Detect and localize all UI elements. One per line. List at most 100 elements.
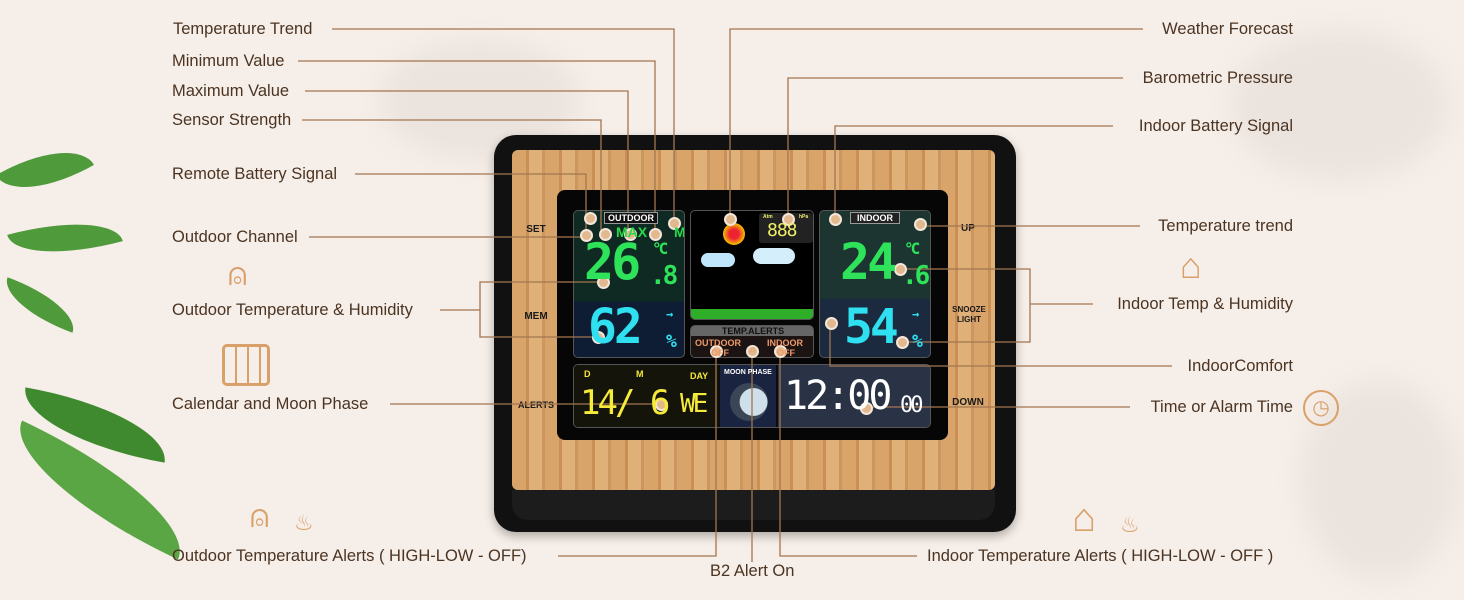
down-button[interactable]: DOWN [952, 397, 984, 408]
callout-dot [668, 217, 681, 230]
day-label: D [584, 369, 591, 379]
callout-dot [782, 213, 795, 226]
weekday-label: DAY [690, 371, 709, 381]
leader-line [558, 350, 717, 557]
atm-label: Atm [763, 214, 773, 220]
cloud-icon [753, 248, 795, 264]
callout-dot [624, 228, 637, 241]
calendar-date: 14/ 6 [580, 383, 670, 423]
bell-outline-icon: ⍝ [250, 498, 270, 534]
callout-dot [592, 331, 605, 344]
outdoor-humidity: 62 [588, 299, 643, 355]
outdoor-temperature: 26 [584, 233, 641, 291]
label-b2-alert: B2 Alert On [710, 562, 795, 580]
callout-dot [896, 336, 909, 349]
leader-line [302, 119, 602, 232]
label-barometric-pressure: Barometric Pressure [1142, 69, 1293, 87]
callout-dot [914, 218, 927, 231]
callout-dot [860, 402, 873, 415]
pressure-value: 888 [767, 220, 797, 241]
callout-dot [584, 212, 597, 225]
indoor-temperature: 24 [840, 233, 897, 291]
leader-line [332, 28, 675, 222]
leader-line [779, 350, 917, 557]
label-indoor-comfort: IndoorComfort [1187, 357, 1293, 375]
label-minimum-value: Minimum Value [172, 52, 285, 70]
label-temperature-trend: Temperature Trend [173, 20, 313, 38]
cloud-icon [701, 253, 735, 267]
house-icon: ⌂ [1072, 496, 1097, 540]
callout-dot [597, 276, 610, 289]
leader-line [298, 60, 656, 232]
max-indicator: MAX [616, 224, 648, 240]
calendar-icon [222, 344, 270, 386]
label-outdoor-channel: Outdoor Channel [172, 228, 298, 246]
leader-line [729, 28, 1143, 218]
callout-dot [724, 213, 737, 226]
leader-line [829, 323, 1172, 367]
outdoor-temp-decimal: .8 [650, 261, 678, 291]
indoor-humidity: 54 [844, 299, 899, 355]
callout-dot [746, 345, 759, 358]
outdoor-alert-state: OFF [711, 348, 729, 358]
trend-arrow-icon: → [666, 307, 673, 321]
label-time-alarm: Time or Alarm Time [1150, 398, 1293, 416]
device-base [512, 490, 995, 520]
callout-dot [829, 213, 842, 226]
bell-icon: ♫ [749, 344, 756, 354]
label-outdoor-temp-humidity: Outdoor Temperature & Humidity [172, 301, 413, 319]
callout-dot [710, 345, 723, 358]
clock-icon: ◷ [1303, 390, 1339, 426]
label-remote-battery: Remote Battery Signal [172, 165, 338, 183]
leader-line [787, 77, 1123, 218]
callout-dot [580, 229, 593, 242]
leader-line [305, 90, 629, 232]
callout-dot [599, 228, 612, 241]
moon-icon [730, 383, 768, 421]
mem-button[interactable]: MEM [524, 311, 548, 322]
calendar-area [574, 365, 718, 427]
outdoor-humidity-pct: % [666, 331, 677, 352]
up-button[interactable]: UP [961, 223, 975, 234]
trend-arrow-icon: → [912, 307, 919, 321]
indoor-panel: INDOOR 24 °C .6 54 → % [819, 210, 931, 358]
lcd-screen: OUTDOOR MAX MIN 26 °C .8 62 → % Atm hPa … [557, 190, 948, 440]
light-label: LIGHT [957, 315, 981, 324]
indoor-alert-state: OFF [777, 348, 795, 358]
sun-icon [723, 223, 745, 245]
alerts-button[interactable]: ALERTS [518, 400, 554, 410]
leader-line [355, 173, 587, 233]
alarm-light-icon: ♨ [1120, 512, 1140, 537]
callout-dot [655, 398, 668, 411]
moon-phase-title: MOON PHASE [724, 369, 772, 376]
alarm-light-icon: ♨ [294, 510, 314, 535]
label-indoor-battery: Indoor Battery Signal [1138, 117, 1293, 135]
pressure-display: Atm hPa 888 [759, 213, 813, 243]
callout-dot [774, 345, 787, 358]
leader-bracket [900, 268, 1031, 343]
label-weather-forecast: Weather Forecast [1162, 20, 1293, 38]
clock-area: 12:00 00 [778, 365, 930, 427]
temp-alerts-panel: TEMP.ALERTS OUTDOOR OFF INDOOR OFF ♫ [690, 325, 814, 358]
label-maximum-value: Maximum Value [172, 82, 290, 100]
clock-time: 12:00 [784, 373, 892, 419]
indoor-humidity-pct: % [912, 331, 923, 352]
bell-outline-icon: ⍝ [228, 256, 248, 292]
indoor-temp-unit: °C [904, 239, 920, 258]
callout-dot [649, 228, 662, 241]
hpa-label: hPa [799, 214, 809, 220]
leaf-shadow [1230, 30, 1450, 180]
callout-dot [825, 317, 838, 330]
snooze-label: SNOOZE [952, 305, 986, 314]
forecast-panel: Atm hPa 888 [690, 210, 814, 320]
set-button[interactable]: SET [526, 224, 546, 235]
label-indoor-alerts: Indoor Temperature Alerts ( HIGH-LOW - O… [927, 547, 1274, 565]
label-outdoor-alerts: Outdoor Temperature Alerts ( HIGH-LOW - … [172, 547, 527, 565]
month-label: M [636, 369, 644, 379]
indoor-alert-label: INDOOR [767, 338, 803, 348]
label-temperature-trend-indoor: Temperature trend [1158, 217, 1293, 235]
leader-bracket [479, 281, 603, 338]
